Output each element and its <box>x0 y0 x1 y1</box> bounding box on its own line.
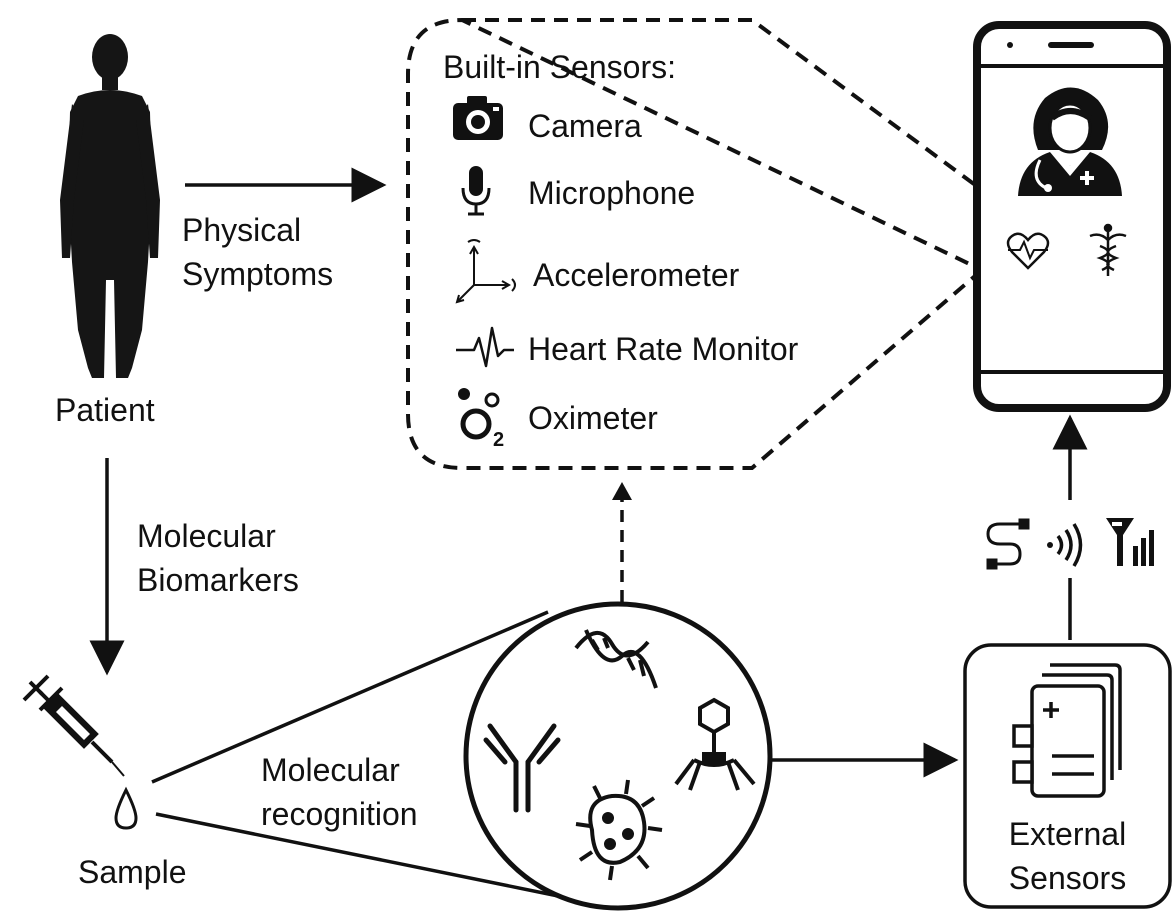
dna-icon <box>574 629 658 689</box>
sensor-item-heart-rate-monitor: Heart Rate Monitor <box>528 331 799 367</box>
sensor-item-microphone: Microphone <box>528 175 696 211</box>
built-in-sensors-panel <box>406 17 986 470</box>
physical-symptoms-label-line2: Symptoms <box>182 256 334 292</box>
molecular-biomarkers-label-line2: Biomarkers <box>137 562 299 598</box>
molecular-recognition-label-line2: recognition <box>261 796 418 832</box>
virus-icon <box>674 697 756 791</box>
cellular-signal-icon <box>1106 518 1154 566</box>
external-sensors-label-line1: External <box>1008 816 1127 852</box>
wireless-icon <box>1047 523 1083 567</box>
antibody-icon <box>483 723 561 813</box>
molecular-recognition-label-line1: Molecular <box>261 752 400 788</box>
sensor-item-accelerometer: Accelerometer <box>533 257 740 293</box>
sensor-item-camera: Camera <box>528 108 642 144</box>
smartphone <box>973 21 1171 412</box>
built-in-sensors-title: Built-in Sensors: <box>443 49 676 85</box>
bacteria-icon <box>575 779 663 881</box>
sensor-item-oximeter: Oximeter <box>528 400 658 436</box>
sample-drop-icon <box>114 786 138 830</box>
patient-label: Patient <box>55 392 155 428</box>
patient-silhouette-icon <box>60 34 160 378</box>
heart-rate-icon <box>456 326 514 368</box>
oximeter-subscript: 2 <box>493 429 504 451</box>
magnifier-line-bottom <box>155 812 569 900</box>
microphone-icon <box>461 166 491 216</box>
magnifier-line-top <box>151 610 549 784</box>
molecular-recognition-circle <box>463 601 773 911</box>
molecular-biomarkers-label-line1: Molecular <box>137 518 276 554</box>
dashed-up-arrowhead <box>612 482 632 500</box>
sample-label: Sample <box>78 854 187 890</box>
external-sensors-icon <box>1012 663 1122 798</box>
syringe-icon <box>22 674 125 777</box>
physical-symptoms-label-line1: Physical <box>182 212 302 248</box>
doctor-icon <box>1018 87 1122 196</box>
heart-icon <box>1006 232 1050 270</box>
external-sensors-label-line2: Sensors <box>1008 860 1127 896</box>
caduceus-icon <box>1089 223 1127 276</box>
cable-icon <box>986 518 1030 570</box>
accelerometer-icon <box>455 239 516 304</box>
camera-icon <box>453 96 503 140</box>
oximeter-icon: 2 <box>458 388 504 451</box>
